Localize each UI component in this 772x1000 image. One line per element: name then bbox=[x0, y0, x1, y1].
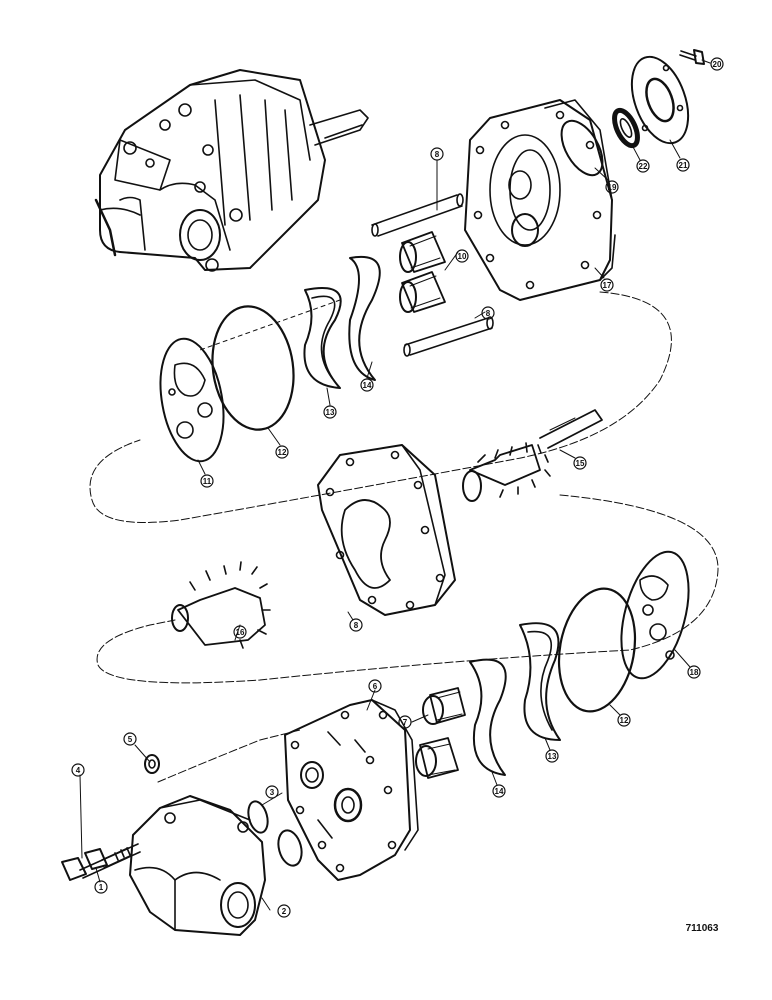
callout-label: 13 bbox=[326, 408, 335, 417]
callout-21: 21 bbox=[676, 158, 690, 172]
callout-label: 14 bbox=[495, 787, 504, 796]
callout-19: 19 bbox=[605, 180, 619, 194]
needle-bearing-upper-b bbox=[399, 271, 446, 313]
callout-label: 18 bbox=[690, 668, 699, 677]
callout-label: 12 bbox=[620, 716, 629, 725]
callout-1: 1 bbox=[94, 880, 108, 894]
upper-o-ring bbox=[211, 305, 295, 431]
callout-12b: 12 bbox=[617, 713, 631, 727]
callout-13b: 13 bbox=[545, 749, 559, 763]
callout-10: 10 bbox=[455, 249, 469, 263]
callout-22: 22 bbox=[636, 159, 650, 173]
callout-label: 11 bbox=[203, 477, 212, 486]
lower-o-ring bbox=[557, 587, 637, 713]
rear-seal-ring bbox=[560, 119, 604, 177]
lower-wear-plate bbox=[620, 550, 690, 680]
callout-14a: 14 bbox=[360, 378, 374, 392]
driven-gear bbox=[171, 561, 271, 649]
callout-label: 3 bbox=[270, 788, 275, 797]
callout-18: 18 bbox=[687, 665, 701, 679]
leader-lines bbox=[79, 59, 711, 911]
callout-label: 22 bbox=[639, 162, 648, 171]
needle-bearing-lower-a bbox=[422, 687, 466, 725]
upper-seal-c bbox=[348, 255, 381, 381]
callout-label: 10 bbox=[458, 252, 467, 261]
callout-label: 8 bbox=[486, 309, 491, 318]
callout-11: 11 bbox=[200, 474, 214, 488]
callout-label: 16 bbox=[236, 628, 245, 637]
seal-retainer-plate bbox=[630, 55, 690, 145]
callout-13a: 13 bbox=[323, 405, 337, 419]
callout-label: 13 bbox=[548, 752, 557, 761]
callout-label: 7 bbox=[403, 718, 408, 727]
alignment-guides bbox=[89, 291, 719, 783]
port-adapter bbox=[129, 795, 266, 936]
callout-label: 14 bbox=[363, 381, 372, 390]
needle-bearing-lower-b bbox=[415, 737, 459, 779]
callout-label: 1 bbox=[99, 883, 104, 892]
callout-3: 3 bbox=[265, 785, 279, 799]
upper-seal-w bbox=[303, 287, 342, 389]
callout-14b: 14 bbox=[492, 784, 506, 798]
callout-label: 8 bbox=[435, 150, 440, 159]
rear-cover bbox=[464, 99, 616, 301]
callout-label: 19 bbox=[608, 183, 617, 192]
callout-16: 16 bbox=[233, 625, 247, 639]
o-ring-b bbox=[277, 829, 303, 867]
figure-reference-code: 711063 bbox=[686, 923, 719, 934]
callouts: 8 10 8 14 13 12 11 17 19 22 21 20 15 16 … bbox=[71, 57, 724, 918]
drive-gear-shaft bbox=[462, 409, 603, 502]
callout-label: 6 bbox=[373, 682, 378, 691]
callout-label: 20 bbox=[713, 60, 722, 69]
callout-label: 15 bbox=[576, 459, 585, 468]
front-housing bbox=[284, 699, 419, 881]
callout-17: 17 bbox=[600, 278, 614, 292]
callout-label: 2 bbox=[282, 907, 287, 916]
callout-15: 15 bbox=[573, 456, 587, 470]
callout-2: 2 bbox=[277, 904, 291, 918]
callout-8a: 8 bbox=[430, 147, 444, 161]
callout-5: 5 bbox=[123, 732, 137, 746]
upper-wear-plate bbox=[159, 337, 225, 463]
callout-label: 4 bbox=[76, 766, 81, 775]
callout-6: 6 bbox=[368, 679, 382, 693]
lower-seal-c bbox=[469, 658, 507, 776]
callout-label: 17 bbox=[603, 281, 612, 290]
callout-label: 12 bbox=[278, 448, 287, 457]
assembled-pump bbox=[94, 69, 369, 272]
oil-seal bbox=[612, 107, 640, 149]
callout-4: 4 bbox=[71, 763, 85, 777]
lock-washer bbox=[144, 754, 160, 774]
callout-7: 7 bbox=[398, 715, 412, 729]
cap-screw-small bbox=[679, 49, 705, 65]
pump-center-body bbox=[317, 444, 456, 616]
dowel-pin-upper-a bbox=[371, 193, 464, 237]
callout-20: 20 bbox=[710, 57, 724, 71]
callout-8b: 8 bbox=[481, 306, 495, 320]
callout-label: 8 bbox=[354, 621, 359, 630]
dowel-pin-upper-b bbox=[403, 316, 494, 357]
lower-seal-w bbox=[519, 622, 561, 741]
callout-label: 21 bbox=[679, 161, 688, 170]
cap-screw-short bbox=[84, 847, 131, 870]
callout-label: 5 bbox=[128, 735, 133, 744]
callout-12a: 12 bbox=[275, 445, 289, 459]
callout-8c: 8 bbox=[349, 618, 363, 632]
needle-bearing-upper-a bbox=[399, 231, 446, 273]
